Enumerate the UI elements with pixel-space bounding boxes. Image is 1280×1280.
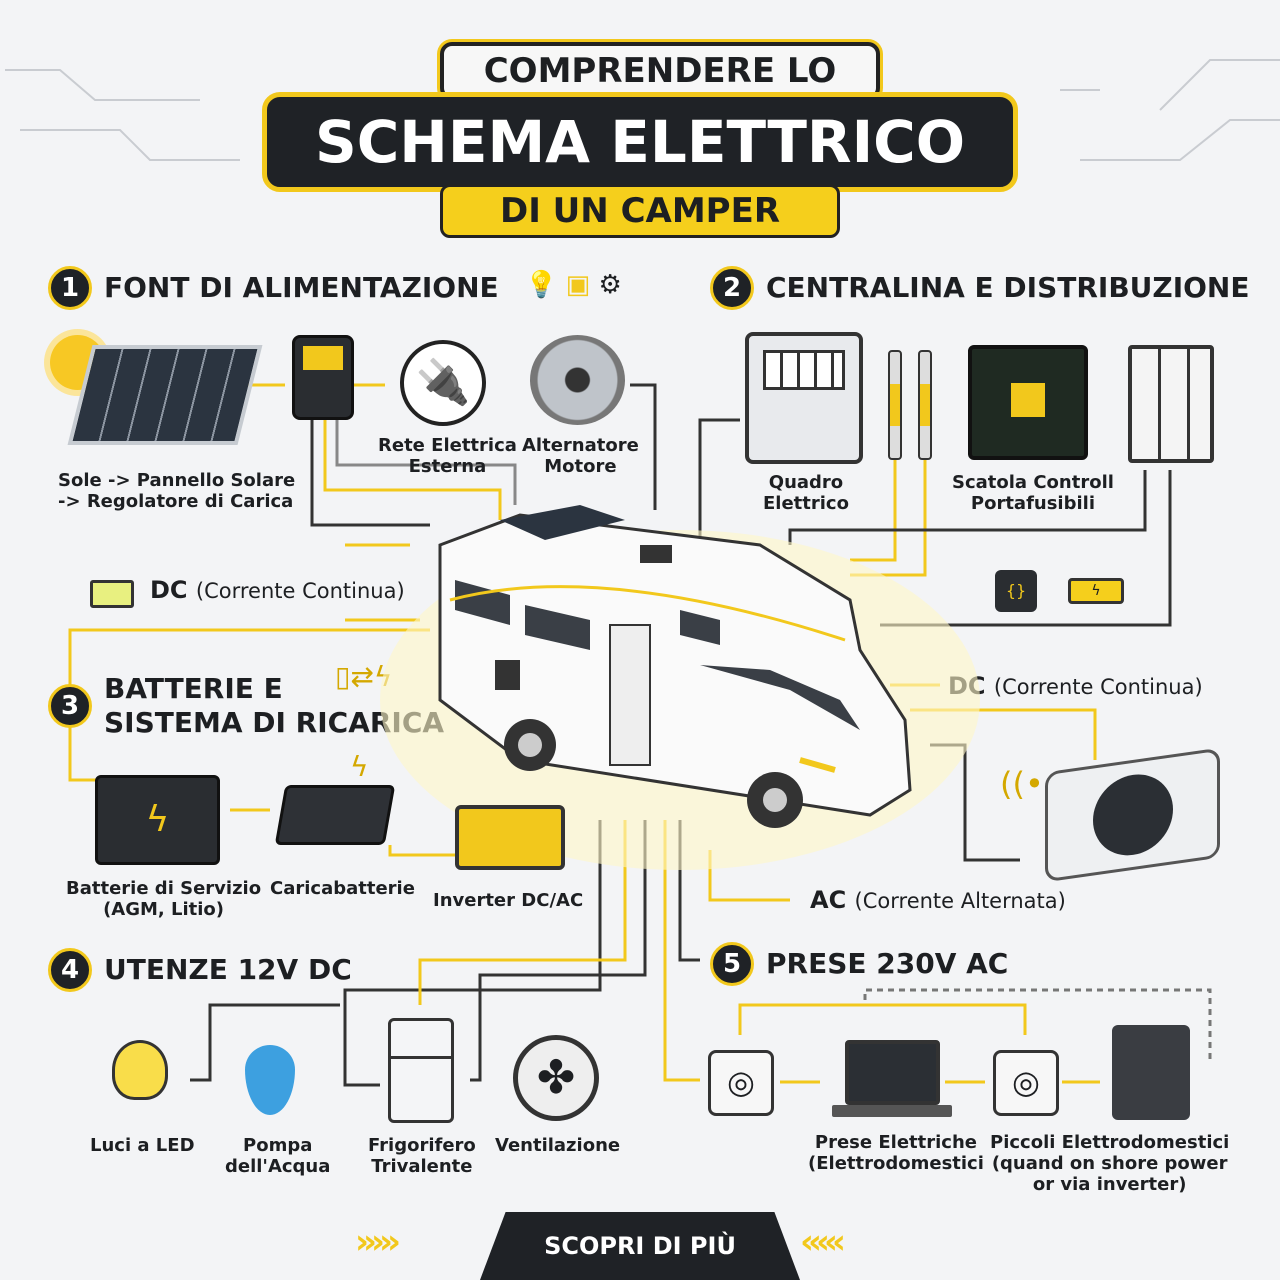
ac-label: AC (Corrente Alternata) [810,886,1066,914]
electrical-panel-icon [745,332,863,464]
water-drop-icon [245,1045,295,1115]
grid-label: Rete Elettrica Esterna [378,435,517,477]
section-title: PRESE 230V AC [766,947,1009,980]
section-title: CENTRALINA E DISTRIBUZIONE [766,271,1250,304]
battery-icon [90,580,134,608]
chevron-left-icon: ‹‹‹‹‹ [800,1222,846,1262]
appliances-label: Piccoli Elettrodomestici (quand on shore… [990,1132,1230,1195]
title-line-2: SCHEMA ELETTRICO [262,92,1018,192]
chevron-right-icon: ››››› [355,1222,401,1262]
ac-text: (Corrente Alternata) [854,889,1066,913]
solar-panel-icon [67,345,263,445]
plug-icon: 🔌 [400,340,486,426]
inverter-label: Inverter DC/AC [433,890,584,911]
inverter-icon [455,805,565,870]
led-bulb-icon [112,1040,168,1100]
wire-alternator [630,383,657,510]
chip-icon: {} [995,570,1037,612]
fan-icon: ✤ [513,1035,599,1121]
load-label-fridge: Frigorifero Trivalente [368,1135,476,1177]
dc-abbr: DC [150,576,188,604]
service-battery-icon: ϟ [95,775,220,865]
battery-icon: ϟ [1068,578,1124,604]
charger-label: Caricabatterie [270,878,415,899]
section-4-header: 4 UTENZE 12V DC [48,948,352,992]
battery-charge-icon: ▯⇄ϟ [335,660,393,693]
load-label-ventilation: Ventilazione [495,1135,621,1156]
laptop-icon [845,1040,940,1105]
sockets-label: Prese Elettriche (Elettrodomestici [808,1132,984,1174]
ac-abbr: AC [810,886,847,914]
solar-label: Sole -> Pannello Solare -> Regolatore di… [58,470,296,512]
section-2-header: 2 CENTRALINA E DISTRIBUZIONE [710,266,1250,310]
charger-icon [274,785,396,845]
dc-label-left: DC (Corrente Continua) [150,576,405,604]
socket-icon: ◎ [993,1050,1059,1116]
coffee-maker-icon [1112,1025,1190,1120]
dc-text: (Corrente Continua) [993,675,1203,699]
load-label-pump: Pompa dell'Acqua [225,1135,331,1177]
title-line-3: DI UN CAMPER [440,184,840,238]
laptop-base [832,1105,952,1117]
service-battery-label: Batterie di Servizio (AGM, Litio) [66,878,262,920]
section-number: 1 [48,266,92,310]
control-box-label: Scatola Controll Portafusibili [952,472,1114,514]
panel-label: Quadro Elettrico [763,472,849,514]
section-title: FONT DI ALIMENTAZIONE [104,271,499,304]
wire-regulator-grey [335,420,517,505]
signal-icon: ((• [1000,765,1044,803]
alternator-label: Alternatore Motore [522,435,639,477]
alternator-icon [530,335,625,425]
section-1-header: 1 FONT DI ALIMENTAZIONE [48,266,499,310]
section-number: 2 [710,266,754,310]
section-5-header: 5 PRESE 230V AC [710,942,1008,986]
dc-text: (Corrente Continua) [195,579,405,603]
section-number: 4 [48,948,92,992]
dc-label-right: DC (Corrente Continua) [948,672,1203,700]
bulb-battery-gear-icons: 💡 ▣ ⚙ [525,270,622,300]
section-number: 5 [710,942,754,986]
section-number: 3 [48,684,92,728]
fridge-icon [388,1018,454,1123]
load-label-led: Luci a LED [90,1135,195,1156]
fuse-icon [888,350,902,460]
wire-regulator-camper [310,420,430,527]
section-title: BATTERIE E SISTEMA DI RICARICA [104,672,445,739]
charge-regulator-icon [292,335,354,420]
socket-icon: ◎ [708,1050,774,1116]
dc-abbr: DC [948,672,986,700]
lightning-icon: ϟ [350,750,369,783]
fuse-icon [918,350,932,460]
section-title: UTENZE 12V DC [104,953,352,986]
circuit-breaker-icon [1128,345,1214,463]
learn-more-button[interactable]: SCOPRI DI PIÙ [480,1212,800,1280]
control-box-icon [968,345,1088,460]
